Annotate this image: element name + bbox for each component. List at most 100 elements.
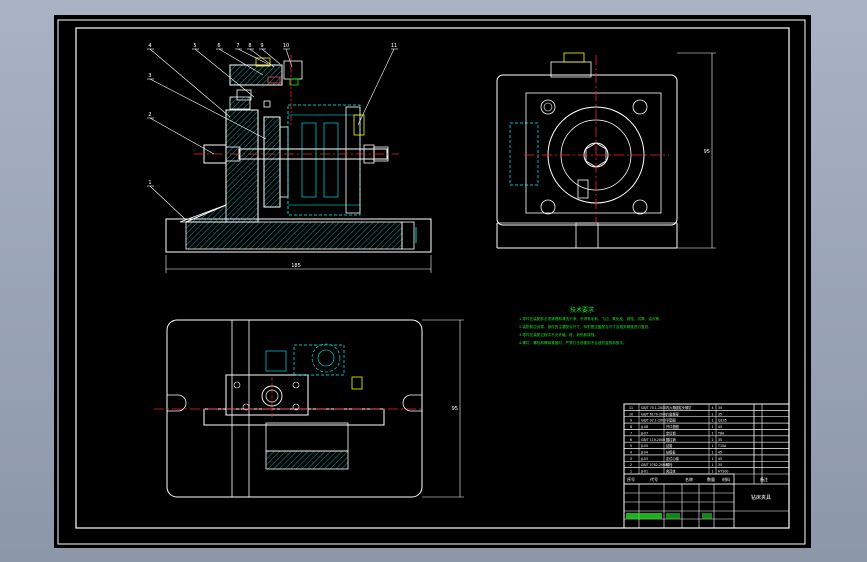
bom-cell-code: GB/T 97.1-2002 [641,419,666,423]
balloon-leader [261,48,281,65]
bom-cell-no: 3 [630,457,632,461]
bom-cell-code: JJ-01 [640,470,648,474]
bom-row: 5 JJ-05 钻套 1 T10A [623,441,790,449]
overall-dimension-text: 185 [291,263,301,269]
header-no: 序号 [627,476,635,482]
notes-line-2: 2.装配前应对零、部件的主要配合尺寸，特别是过盈配合尺寸及相关精度进行复查。 [519,324,652,329]
bom-cell-material: 35 [718,463,722,467]
bom-cell-name: 定位销 [666,430,676,435]
balloon-leader [149,48,231,118]
bom-cell-code: GB/T 6170-2000 [641,412,667,416]
side-height-text: 95 [704,149,710,155]
balloon-label: 9 [260,43,263,49]
bom-cell-no: 5 [630,444,632,448]
header-code: 代号 [650,476,658,482]
bom-cell-name: 六角螺母 [666,411,679,416]
notes-title: 技术要求 [570,306,594,314]
balloon-leader [357,48,395,126]
bom-cell-material: 35 [718,406,722,410]
notes-line-1: 1.零件在装配前必须清理和清洗干净，不得有毛刺、飞边、氧化皮、锈蚀、切屑、油污等… [519,316,663,321]
bom-cell-qty: 1 [711,431,713,435]
bom-header-row: 序号 代号 名称 数量 材料 备注 [623,473,768,485]
drill-plate [229,64,283,86]
bom-cell-no: 2 [630,463,632,467]
title-grid [624,483,789,528]
balloon-label: 1 [148,180,151,186]
header-material: 材料 [722,476,730,482]
bom-cell-name: 钻模板 [666,450,676,455]
inner-border [75,27,790,529]
bom-cell-no: 6 [630,438,632,442]
bom-cell-material: Q235 [718,419,727,423]
top-drill-plate [225,374,309,416]
bom-cell-material: 45 [718,451,722,455]
bom-cell-qty: 1 [711,457,713,461]
balloon-leader [285,48,293,68]
bom-cell-name: 钻套 [666,443,673,448]
bom-cell-code: JJ-05 [640,444,648,448]
bom-cell-name: 螺栓 [666,462,673,467]
base-plate [165,218,432,253]
header-name: 名称 [685,476,693,482]
bom-cell-material: 45 [718,457,722,461]
side-body [496,74,678,226]
bom-cell-material: T10A [717,444,727,448]
balloon-leader [218,48,264,76]
bom-cell-no: 4 [630,451,632,455]
balloon-label: 11 [391,43,397,49]
bom-cell-no: 10 [629,412,633,416]
bom-cell-no: 8 [630,425,632,429]
balloon-label: 10 [283,43,289,49]
bom-cell-material: 45 [718,425,722,429]
bom-cell-qty: 1 [711,444,713,448]
balloon-label: 7 [236,43,239,49]
balloon-leader [149,78,267,140]
drawing-name: 钻床夹具 [751,494,771,501]
locating-flange [263,116,281,208]
bom-cell-qty: 1 [711,451,713,455]
bom-cell-code: JJ-08 [640,425,648,429]
bom-cell-material: T8A [717,431,725,435]
bom-cell-name: 夹具体 [666,469,676,474]
balloon-label: 8 [248,43,251,49]
bom-cell-qty: 1 [711,425,713,429]
bom-cell-code: GB/T 5782-2000 [641,463,667,467]
header-qty: 数量 [707,476,715,482]
balloon-label: 6 [217,43,220,49]
top-view: 95 [154,319,464,498]
bom-cell-code: JJ-03 [640,457,648,461]
bom-cell-material: HT200 [718,470,728,474]
bom-cell-code: JJ-07 [640,431,648,435]
bom-cell-qty: 1 [711,470,713,474]
bom-cell-code: GB/T 119-2000 [641,438,665,442]
balloon-label: 5 [193,43,196,49]
drawing-frame [57,19,806,545]
bom-cell-name: 圆柱销 [666,437,676,442]
bom-cell-qty: 4 [711,406,713,410]
balloon-leader [237,48,269,65]
side-view: 95 [496,52,716,249]
bom-cell-material: 35 [718,438,722,442]
bom-cell-qty: 1 [711,412,713,416]
top-base-outline [166,319,423,498]
bom-cell-code: GB/T 70.1-2000 [641,406,666,410]
balloon-label: 3 [148,73,151,79]
upright-column [185,109,259,223]
bom-cell-name: 内六角圆柱头螺钉 [666,405,692,410]
outer-border [57,19,806,545]
balloon-label: 4 [148,43,151,49]
bom-cell-name: 定位心轴 [666,456,679,461]
balloon-leader [149,117,215,155]
balloon-leader [249,48,275,68]
